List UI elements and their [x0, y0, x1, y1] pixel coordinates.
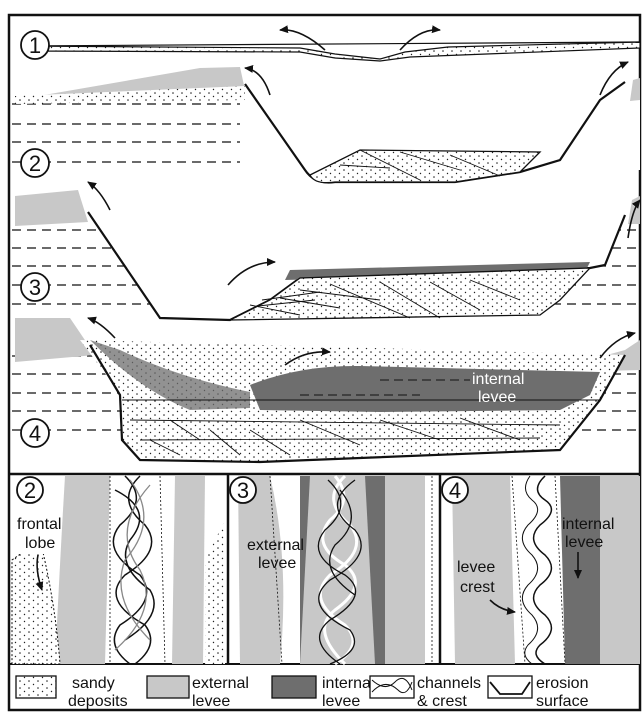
plan-view-4: 4 levee crest internal levee: [442, 476, 640, 664]
arrow-icon: [400, 30, 440, 50]
plan-3-label-line1: external: [247, 537, 304, 554]
legend-external-line2: levee: [192, 693, 230, 710]
arrow-icon: [88, 318, 115, 338]
stage-1-number: 1: [29, 33, 41, 58]
legend-internal-line1: internal: [322, 675, 374, 692]
stage-3-number: 3: [29, 275, 41, 300]
plan-4-label-line1: levee: [457, 559, 495, 576]
plan-3-number: 3: [237, 478, 249, 503]
legend-swatch-external-levee: [147, 676, 189, 698]
stage-3-section: 3: [12, 182, 640, 320]
stage-1-section: 1: [21, 30, 640, 61]
legend-external-line1: external: [192, 675, 249, 692]
plan-4-number: 4: [449, 478, 461, 503]
plan-4-label-line3: internal: [562, 516, 614, 533]
plan-4-label-line2: crest: [460, 579, 495, 596]
legend-channels-line1: channels: [417, 675, 481, 692]
plan-view-2: 2 frontal lobe: [12, 476, 225, 664]
legend-internal-line2: levee: [322, 693, 360, 710]
plan-3-label-line2: levee: [258, 555, 296, 572]
legend-erosion-line1: erosion: [536, 675, 588, 692]
legend-sandy-line1: sandy: [72, 675, 115, 692]
legend-channels-line2: & crest: [417, 693, 467, 710]
stage-4-number: 4: [29, 421, 41, 446]
stage-4-section: internal levee 4: [12, 318, 640, 462]
legend-swatch-sandy: [16, 676, 56, 698]
plan-2-label-line1: frontal: [17, 516, 61, 533]
legend-sandy-line2: deposits: [68, 693, 128, 710]
plan-2-number: 2: [24, 478, 36, 503]
internal-levee-label-line1: internal: [472, 371, 524, 388]
stage-2-number: 2: [29, 151, 41, 176]
legend-swatch-internal-levee: [272, 676, 316, 698]
plan-2-label-line2: lobe: [25, 535, 55, 552]
arrow-icon: [88, 182, 110, 210]
legend-swatch-channels: [370, 676, 414, 698]
internal-levee-label-line2: levee: [478, 389, 516, 406]
legend-erosion-line2: surface: [536, 693, 589, 710]
stage-2-section: 2: [12, 62, 640, 183]
arrow-icon: [280, 30, 325, 50]
legend: sandy deposits external levee internal l…: [16, 675, 589, 710]
plan-4-label-line4: levee: [565, 534, 603, 551]
plan-view-3: 3 external levee: [230, 476, 432, 664]
